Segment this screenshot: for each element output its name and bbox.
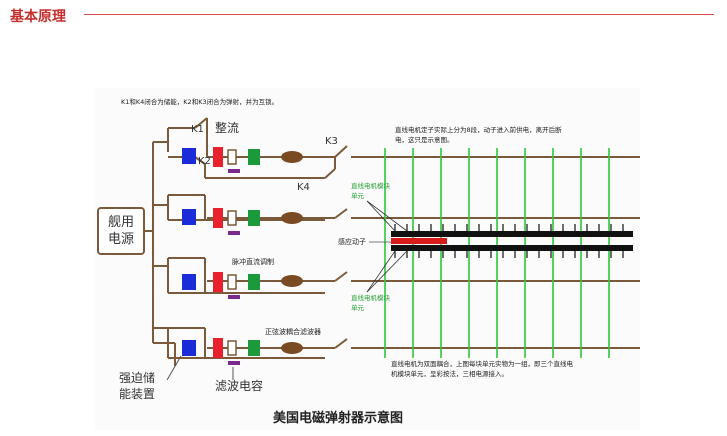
label-motor-module-bottom-2: 单元 xyxy=(351,303,365,312)
input-block-2 xyxy=(182,209,196,225)
rectifier-block-3 xyxy=(213,272,223,292)
label-k1: K1 xyxy=(191,124,204,135)
label-k2: K2 xyxy=(198,156,211,167)
section-header: 基本原理 xyxy=(0,0,727,30)
label-k3: K3 xyxy=(325,136,338,147)
capacitor-4 xyxy=(228,361,240,365)
label-forced-storage-2: 能装置 xyxy=(119,387,155,401)
title-divider xyxy=(84,14,714,15)
spare-block-3 xyxy=(227,274,237,290)
filter-coil-4 xyxy=(281,342,303,354)
note-right-1: 直线电机定子实际上分为8段，动子进入前供电，离开后断 xyxy=(395,125,562,134)
label-rectifier: 整流 xyxy=(215,120,239,135)
section-title: 基本原理 xyxy=(10,9,66,25)
note-top: K1和K4闭合为储能，K2和K3闭合为弹射，并为互锁。 xyxy=(121,97,278,106)
label-induction-mover: 感应动子 xyxy=(338,237,366,246)
pointers-module-bottom xyxy=(366,250,408,293)
spare-block-2 xyxy=(227,210,237,226)
rectifier-block-4 xyxy=(213,338,223,358)
label-motor-module-top-2: 单元 xyxy=(351,191,365,200)
induction-mover-bar xyxy=(391,238,447,244)
inverter-block-3 xyxy=(248,274,260,290)
ship-power-label-1: 舰用 xyxy=(108,215,134,230)
track-upper-rail xyxy=(391,231,633,237)
capacitor-1 xyxy=(228,169,240,173)
channel-4 xyxy=(167,327,640,366)
label-k4: K4 xyxy=(297,182,310,193)
emals-diagram: K1和K4闭合为储能，K2和K3闭合为弹射，并为互锁。 舰用 电源 xyxy=(97,97,640,426)
channel-3 xyxy=(167,257,640,299)
inverter-block-4 xyxy=(248,340,260,356)
track-lower-rail xyxy=(391,245,633,251)
input-block-3 xyxy=(182,274,196,290)
label-forced-storage-1: 强迫储 xyxy=(119,370,155,385)
power-bus xyxy=(144,141,175,344)
label-motor-module-top-1: 直线电机模块 xyxy=(351,181,391,190)
capacitor-3 xyxy=(228,295,240,299)
note-bottom-1: 直线电机为双面耦合，上图每块单元实物为一组，即三个直线电 xyxy=(391,359,574,368)
note-bottom-2: 机模块单元，呈彩按法，三相电源接入。 xyxy=(391,369,508,378)
label-filter-capacitor: 滤波电容 xyxy=(215,378,263,393)
spare-block-4 xyxy=(227,340,237,356)
channel-1 xyxy=(167,117,640,179)
diagram-panel: K1和K4闭合为储能，K2和K3闭合为弹射，并为互锁。 舰用 电源 xyxy=(95,88,640,430)
rectifier-block-1 xyxy=(213,147,223,167)
note-right-2: 电，这只是示意图。 xyxy=(395,135,454,144)
filter-coil-1 xyxy=(281,151,303,163)
label-motor-module-bottom-1: 直线电机模块 xyxy=(351,293,391,302)
diagram-caption: 美国电磁弹射器示意图 xyxy=(273,410,403,426)
pointers-module-top xyxy=(366,200,408,232)
input-block-4 xyxy=(182,340,196,356)
input-block-1 xyxy=(182,148,196,164)
rectifier-block-2 xyxy=(213,208,223,228)
inverter-block-2 xyxy=(248,210,260,226)
inverter-block-1 xyxy=(248,149,260,165)
ship-power-label-2: 电源 xyxy=(108,232,134,247)
filter-coil-2 xyxy=(281,212,303,224)
capacitor-2 xyxy=(228,231,240,235)
pointer-forced-storage xyxy=(166,355,182,381)
channel-2 xyxy=(167,194,640,235)
filter-coil-3 xyxy=(281,275,303,287)
label-pulse-regulator: 脉冲直流调制 xyxy=(232,257,274,266)
spare-block-1 xyxy=(227,149,237,165)
track-teeth xyxy=(394,224,624,258)
label-sine-filter: 正弦波耦合滤波器 xyxy=(265,327,321,336)
stator-lines xyxy=(384,148,610,358)
